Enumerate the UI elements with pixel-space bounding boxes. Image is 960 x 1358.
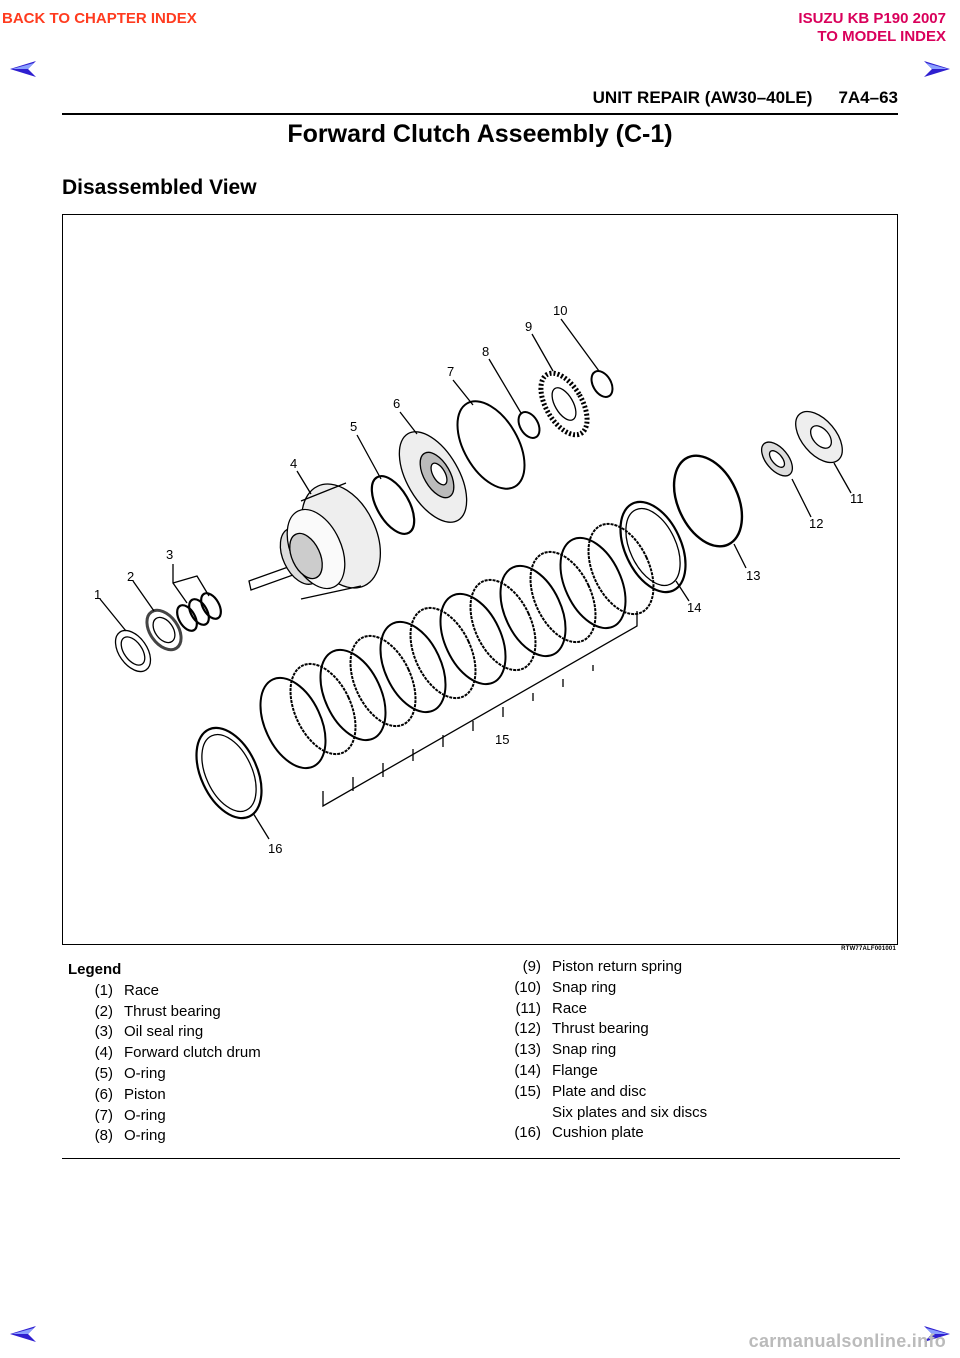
part-race — [114, 629, 152, 673]
callout-10: 10 — [553, 303, 567, 318]
legend-item: (9)Piston return spring — [522, 958, 683, 975]
callout-7: 7 — [447, 364, 454, 379]
callout-1: 1 — [94, 587, 101, 602]
page-title: Forward Clutch Asseembly (C-1) — [287, 120, 673, 148]
running-header-page: 7A4–63 — [838, 88, 898, 107]
legend-item: (5)O-ring — [94, 1064, 166, 1082]
legend-item: (1)Race — [94, 981, 160, 999]
model-header: ISUZU KB P190 2007 TO MODEL INDEX — [798, 10, 946, 46]
legend-right-column: (9)Piston return spring (10)Snap ring (1… — [496, 957, 707, 1144]
legend-item: (12)Thrust bearing — [514, 1020, 649, 1038]
prev-page-arrow-icon[interactable] — [10, 61, 36, 77]
callout-11: 11 — [850, 491, 864, 506]
exploded-view-drawing: 1 2 3 4 5 6 7 8 9 10 11 12 13 14 15 16 — [94, 303, 864, 856]
back-to-chapter-index-link[interactable]: BACK TO CHAPTER INDEX — [2, 10, 197, 27]
next-page-arrow-icon[interactable] — [924, 61, 950, 77]
running-header-section: UNIT REPAIR (AW30–40LE) — [592, 88, 813, 107]
legend-title: Legend — [68, 961, 122, 978]
exploded-view-figure: 1 2 3 4 5 6 7 8 9 10 11 12 13 14 15 16 — [62, 214, 898, 945]
callout-8: 8 — [482, 344, 489, 359]
running-header: UNIT REPAIR (AW30–40LE) 7A4–63 — [593, 88, 898, 108]
to-model-index-link[interactable]: TO MODEL INDEX — [817, 28, 946, 45]
callout-14: 14 — [687, 600, 701, 615]
legend-item: (10)Snap ring — [514, 978, 617, 996]
watermark: carmanualsonline.info — [748, 1331, 946, 1351]
callout-6: 6 — [393, 396, 400, 411]
section-title: Disassembled View — [62, 176, 257, 199]
legend-item: (7)O-ring — [94, 1106, 166, 1124]
callout-16: 16 — [268, 841, 282, 856]
callout-13: 13 — [746, 568, 760, 583]
legend-left-column: Legend (1)Race (2)Thrust bearing (3)Oil … — [68, 960, 261, 1147]
legend-item: (13)Snap ring — [514, 1041, 617, 1059]
callout-2: 2 — [127, 569, 134, 584]
header-rule — [62, 113, 898, 115]
prev-page-arrow-icon[interactable] — [10, 1326, 36, 1342]
legend-item: (16)Cushion plate — [514, 1124, 644, 1142]
legend-item: (15)Plate and disc — [514, 1082, 647, 1100]
legend-item: (3)Oil seal ring — [94, 1023, 204, 1041]
footer-rule — [62, 1158, 900, 1159]
legend-item: (11)Race — [515, 999, 588, 1017]
next-page-arrow-icon[interactable] — [924, 1326, 950, 1342]
legend-item: (2)Thrust bearing — [94, 1002, 221, 1020]
legend-item: (14)Flange — [514, 1061, 598, 1079]
callout-12: 12 — [809, 516, 823, 531]
callout-9: 9 — [525, 319, 532, 334]
callout-4: 4 — [290, 456, 297, 471]
model-name: ISUZU KB P190 2007 — [798, 10, 946, 27]
legend-item-subtext: Six plates and six discs — [552, 1103, 708, 1121]
legend-item: (6)Piston — [94, 1085, 166, 1103]
callout-5: 5 — [350, 419, 357, 434]
legend-item: (8)O-ring — [94, 1127, 166, 1145]
callout-3: 3 — [166, 547, 173, 562]
callout-15: 15 — [495, 732, 509, 747]
legend-item: (4)Forward clutch drum — [94, 1044, 261, 1062]
figure-code: RTW77ALF001001 — [841, 946, 896, 952]
